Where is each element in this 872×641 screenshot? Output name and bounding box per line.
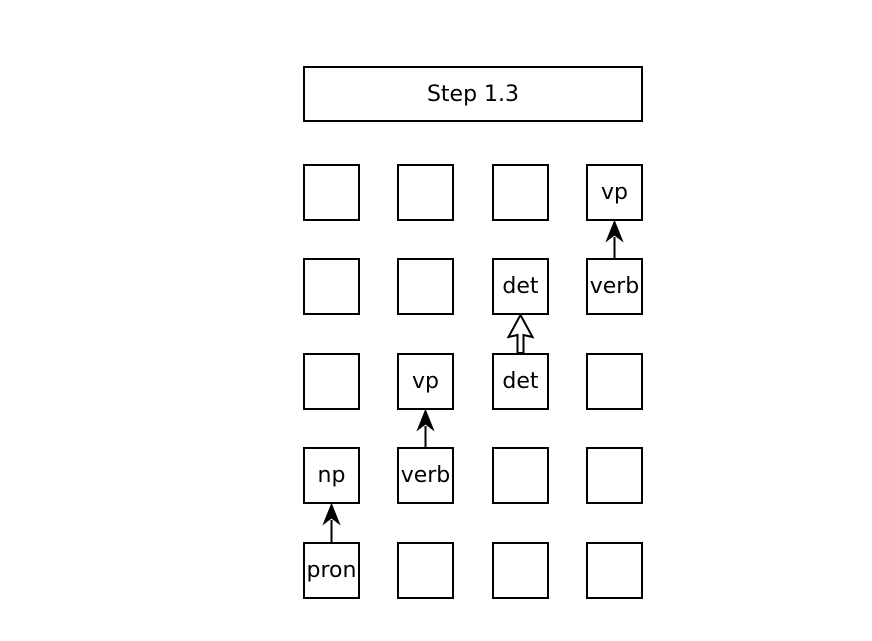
- hollow-arrow-2: [506, 312, 535, 354]
- grid-cell-r1-c0: [303, 258, 360, 315]
- grid-cell-r3-c3: [586, 447, 643, 504]
- grid-cell-r3-c1: verb: [397, 447, 454, 504]
- grid-cell-r0-c2: [492, 164, 549, 221]
- grid-cell-r0-c0: [303, 164, 360, 221]
- grid-cell-r3-c0: np: [303, 447, 360, 504]
- grid-cell-r0-c1: [397, 164, 454, 221]
- grid-cell-r4-c3: [586, 542, 643, 599]
- grid-cell-r2-c2: det: [492, 353, 549, 410]
- grid-cell-r4-c0: pron: [303, 542, 360, 599]
- grid-cell-r4-c2: [492, 542, 549, 599]
- arrow-head-3: [605, 219, 624, 243]
- grid-cell-r1-c3: verb: [586, 258, 643, 315]
- grid-cell-r4-c1: [397, 542, 454, 599]
- grid-cell-r2-c3: [586, 353, 643, 410]
- arrow-head-0: [322, 502, 341, 526]
- step-title: Step 1.3: [303, 66, 643, 122]
- grid-cell-r1-c2: det: [492, 258, 549, 315]
- grid-cell-r2-c0: [303, 353, 360, 410]
- grid-cell-r2-c1: vp: [397, 353, 454, 410]
- arrow-head-1: [416, 408, 435, 432]
- grid-cell-r1-c1: [397, 258, 454, 315]
- grid-cell-r3-c2: [492, 447, 549, 504]
